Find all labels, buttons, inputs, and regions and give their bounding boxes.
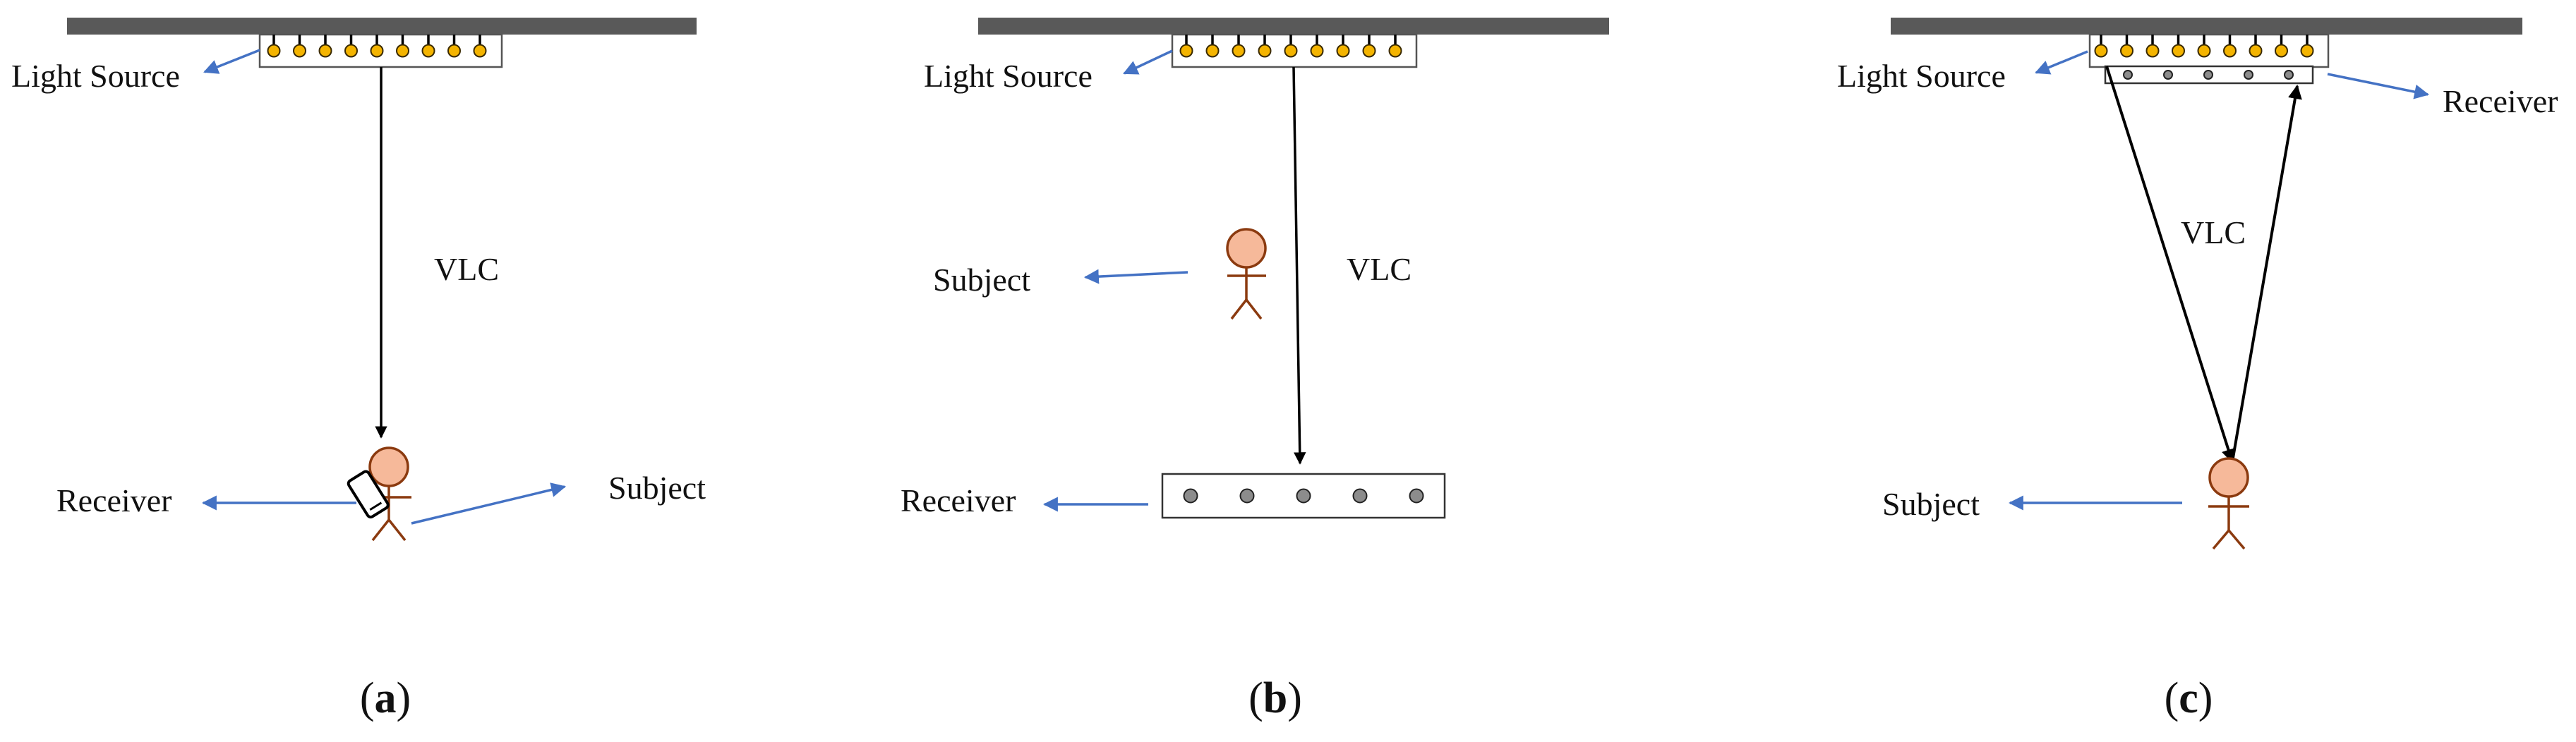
- subject-pointer: [411, 482, 567, 525]
- light-source-fixture: [258, 33, 503, 68]
- vlc-label: VLC: [434, 251, 499, 287]
- stick-figure-icon: [367, 446, 411, 542]
- vlc-label: VLC: [1347, 251, 1412, 287]
- panel-c: Light Source Receiver VLC Subject (c): [1837, 18, 2558, 722]
- light-source-fixture: [1171, 33, 1418, 68]
- photodiode-sensor-icon: [1183, 488, 1424, 504]
- light-source-pointer: [1123, 49, 1173, 75]
- light-source-label: Light Source: [11, 58, 180, 94]
- vlc-label: VLC: [2181, 214, 2246, 250]
- receiver-label: Receiver: [901, 482, 1016, 518]
- led-bulb-icon: [1179, 35, 1402, 58]
- vlc-link-arrow: [1292, 66, 1306, 465]
- subject-pointer: [1083, 269, 1188, 284]
- light-source-fixture: [2088, 33, 2330, 68]
- receiver-label: Receiver: [2443, 83, 2558, 119]
- ceiling-bar: [67, 18, 697, 35]
- panel-caption: (b): [1248, 674, 1302, 722]
- light-source-pointer: [2035, 50, 2088, 75]
- panel-caption: (a): [360, 674, 411, 722]
- vlc-downlink-arrow: [2105, 66, 2236, 463]
- light-source-pointer: [203, 49, 260, 74]
- receiver-label: Receiver: [56, 482, 171, 518]
- receiver-sensor-array: [2104, 65, 2314, 85]
- vlc-uplink-arrow: [2231, 85, 2302, 463]
- ceiling-bar: [1891, 18, 2522, 35]
- panel-b: Light Source VLC Subject Receiver (b): [901, 18, 1609, 722]
- subject-label: Subject: [608, 470, 706, 506]
- smartphone-icon: [347, 470, 390, 519]
- panel-caption: (c): [2165, 674, 2213, 722]
- led-bulb-icon: [267, 35, 487, 58]
- subject-label: Subject: [1882, 486, 1980, 522]
- light-source-label: Light Source: [924, 58, 1093, 94]
- ceiling-bar: [978, 18, 1609, 35]
- panel-a: Light Source VLC Receiver Subject (a): [11, 18, 706, 722]
- light-source-label: Light Source: [1837, 58, 2006, 94]
- receiver-pointer: [2327, 73, 2430, 99]
- sensor-housing: [1161, 473, 1446, 519]
- photodiode-sensor-icon: [2123, 70, 2294, 80]
- receiver-sensor-array: [1161, 473, 1446, 519]
- led-bulb-icon: [2094, 35, 2314, 58]
- stick-figure-icon: [2208, 457, 2249, 550]
- stick-figure-icon: [1226, 228, 1267, 320]
- subject-label: Subject: [933, 262, 1030, 298]
